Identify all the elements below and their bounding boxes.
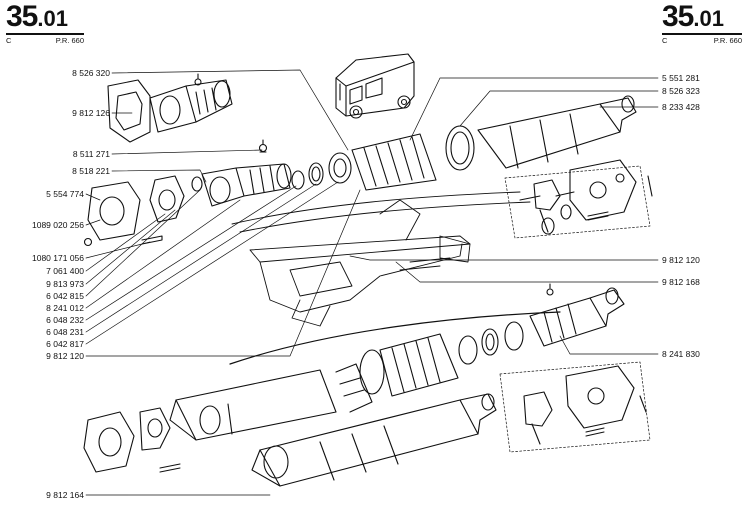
- section-code-right: 35.01: [662, 2, 742, 32]
- part-number-label: 6 042 817: [46, 339, 84, 349]
- header-rule: [662, 33, 742, 35]
- leader-line: [85, 189, 361, 357]
- part-number-label: 8 518 221: [72, 166, 110, 176]
- page-header-left: 35.01 C P.R. 660: [6, 2, 84, 45]
- header-ref: P.R. 660: [713, 36, 742, 45]
- header-letter: C: [6, 36, 12, 45]
- section-code-left: 35.01: [6, 2, 84, 32]
- header-letter: C: [662, 36, 668, 45]
- part-number-label: 6 048 232: [46, 315, 84, 325]
- leader-line: [559, 335, 659, 355]
- section-subnumber: .01: [37, 6, 68, 31]
- leader-line: [395, 261, 659, 283]
- part-number-label: 6 048 231: [46, 327, 84, 337]
- leader-line: [85, 181, 339, 345]
- header-sub: C P.R. 660: [662, 36, 742, 45]
- section-number: 35: [662, 0, 694, 33]
- part-number-label: 5 551 281: [662, 73, 700, 83]
- part-number-label: 9 813 973: [46, 279, 84, 289]
- leader-line: [349, 255, 659, 261]
- part-number-label: 8 241 012: [46, 303, 84, 313]
- leader-line: [85, 183, 317, 333]
- section-number: 35: [6, 0, 38, 33]
- lower-driveshaft-assembly: [83, 283, 647, 487]
- part-number-label: 8 526 320: [72, 68, 110, 78]
- section-subnumber: .01: [693, 6, 724, 31]
- upper-driveshaft-assembly: [83, 73, 653, 247]
- part-number-label: 7 061 400: [46, 266, 84, 276]
- part-number-label: 6 042 815: [46, 291, 84, 301]
- part-number-label: 9 812 164: [46, 490, 84, 500]
- leader-line: [85, 219, 101, 226]
- page-header-right: 35.01 C P.R. 660: [662, 2, 742, 45]
- leader-line: [85, 241, 151, 259]
- leader-line: [85, 185, 297, 321]
- part-number-label: 1089 020 256: [32, 220, 84, 230]
- leader-line: [85, 193, 101, 201]
- part-number-label: 8 241 830: [662, 349, 700, 359]
- leader-line: [409, 77, 659, 141]
- header-rule: [6, 33, 84, 35]
- part-number-label: 9 812 168: [662, 277, 700, 287]
- part-number-label: 8 233 428: [662, 102, 700, 112]
- group-brackets: [499, 165, 651, 453]
- part-number-label: 8 511 271: [72, 149, 110, 159]
- part-number-label: 9 812 126: [72, 108, 110, 118]
- leader-line: [85, 209, 176, 285]
- part-number-label: 8 526 323: [662, 86, 700, 96]
- leader-line: [85, 189, 201, 297]
- chassis-sketch: [229, 191, 561, 365]
- leader-line: [85, 213, 166, 272]
- leader-line: [459, 90, 659, 127]
- leader-line: [111, 149, 263, 155]
- leader-line: [85, 199, 241, 309]
- header-ref: P.R. 660: [55, 36, 84, 45]
- part-number-label: 1080 171 056: [32, 253, 84, 263]
- part-number-label: 5 554 774: [46, 189, 84, 199]
- leader-lines: [85, 69, 659, 496]
- part-number-label: 9 812 120: [46, 351, 84, 361]
- vehicle-sketch: [335, 53, 415, 119]
- header-sub: C P.R. 660: [6, 36, 84, 45]
- part-number-label: 9 812 120: [662, 255, 700, 265]
- leader-line: [111, 169, 207, 183]
- leader-line: [111, 69, 349, 151]
